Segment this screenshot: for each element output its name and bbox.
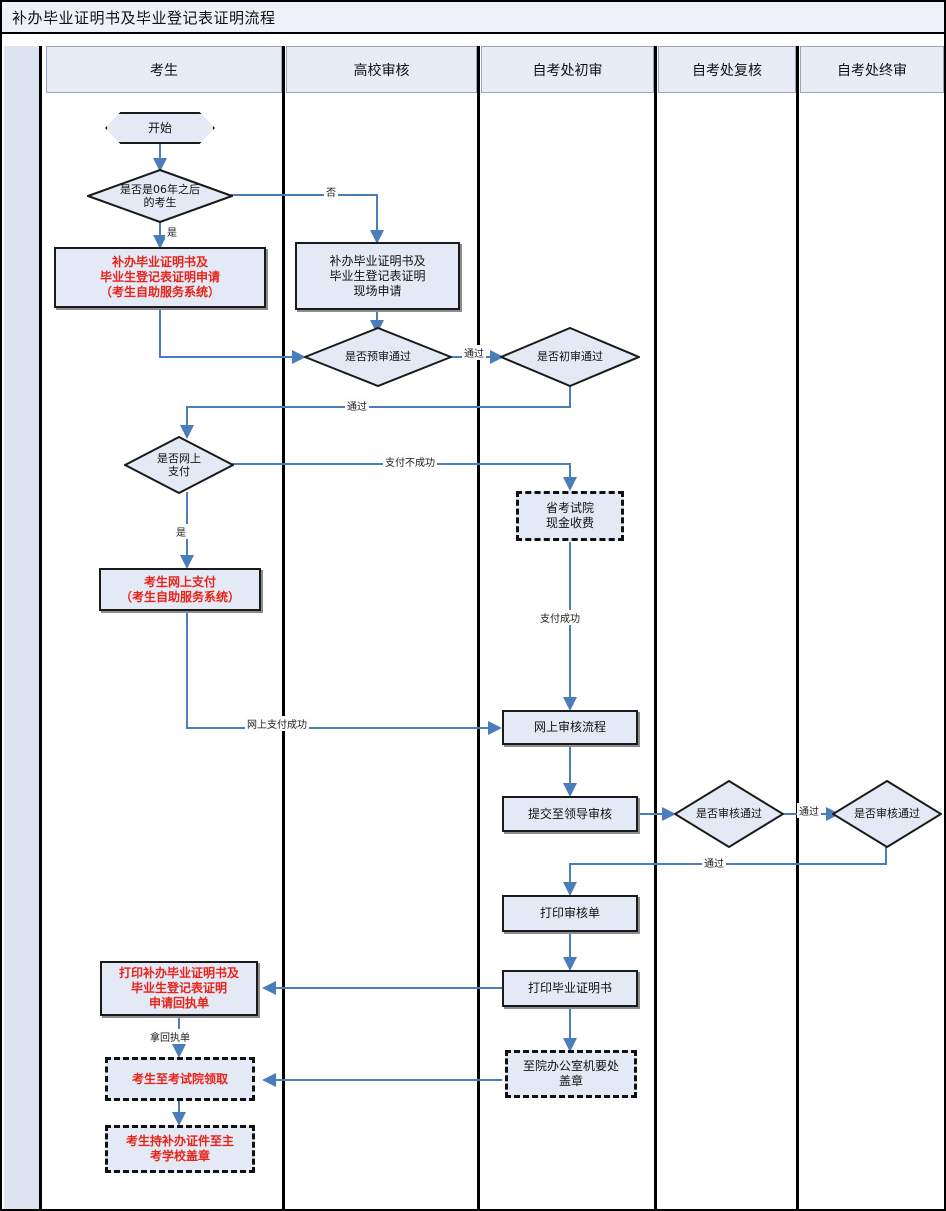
lane-label: 高校审核 xyxy=(353,62,410,79)
node-online-review-process[interactable]: 网上审核流程 xyxy=(502,710,638,745)
node-decision-online-payment[interactable]: 是否网上支付 xyxy=(124,436,234,494)
node-pickup-at-office[interactable]: 考生至考试院领取 xyxy=(105,1057,255,1101)
lane-header-office-final: 自考处终审 xyxy=(800,46,944,93)
node-cash-payment[interactable]: 省考试院现金收费 xyxy=(516,491,624,541)
lane-header-office-recheck: 自考处复核 xyxy=(658,46,796,93)
lane-label: 自考处终审 xyxy=(837,62,907,79)
node-print-certificate[interactable]: 打印毕业证明书 xyxy=(502,970,638,1007)
node-print-review-sheet[interactable]: 打印审核单 xyxy=(502,895,638,932)
edge-label-pay-failed: 支付不成功 xyxy=(383,454,437,469)
node-decision-year[interactable]: 是否是06年之后的考生 xyxy=(87,169,233,223)
edge-label-pass-recheck: 通过 xyxy=(797,803,821,818)
node-label: 是否审核通过 xyxy=(854,807,920,821)
node-start[interactable]: 开始 xyxy=(105,112,215,144)
node-decision-final[interactable]: 是否审核通过 xyxy=(832,780,942,848)
node-apply-online[interactable]: 补办毕业证明书及毕业生登记表证明申请（考生自助服务系统） xyxy=(54,247,266,308)
edge-label-pass-final: 通过 xyxy=(702,855,726,870)
edge-label-yes-pay: 是 xyxy=(174,524,188,539)
node-school-seal[interactable]: 考生持补办证件至主考学校盖章 xyxy=(105,1125,255,1173)
lane-label: 考生 xyxy=(150,62,178,79)
edge-label-online-paid: 网上支付成功 xyxy=(245,716,309,731)
lane-header-office-first: 自考处初审 xyxy=(481,46,654,93)
node-label: 是否是06年之后的考生 xyxy=(120,182,200,209)
node-submit-to-leader[interactable]: 提交至领导审核 xyxy=(502,796,638,832)
title-bar: 补办毕业证明书及毕业登记表证明流程 xyxy=(2,2,944,34)
node-decision-first-review[interactable]: 是否初审通过 xyxy=(500,327,640,387)
lane-header-candidate: 考生 xyxy=(46,46,282,93)
node-seal-office[interactable]: 至院办公室机要处盖章 xyxy=(505,1050,637,1098)
lane-label: 自考处初审 xyxy=(532,62,603,79)
page-title: 补办毕业证明书及毕业登记表证明流程 xyxy=(12,9,276,27)
node-label: 是否预审通过 xyxy=(345,350,411,364)
edge-label-yes: 是 xyxy=(165,224,179,239)
node-print-receipt[interactable]: 打印补办毕业证明书及毕业生登记表证明申请回执单 xyxy=(100,961,258,1016)
node-label: 是否初审通过 xyxy=(537,350,603,364)
edge-label-pay-success: 支付成功 xyxy=(538,610,582,625)
lane-separator-4 xyxy=(796,46,799,1209)
edge-label-take-receipt: 拿回执单 xyxy=(148,1029,192,1044)
node-decision-recheck[interactable]: 是否审核通过 xyxy=(674,780,784,848)
edge-label-no: 否 xyxy=(324,184,338,199)
left-margin-strip xyxy=(4,46,42,1209)
node-label: 是否网上支付 xyxy=(157,451,201,478)
edge-label-pass-pre: 通过 xyxy=(462,345,486,360)
edge-label-pass-first: 通过 xyxy=(345,398,369,413)
lane-label: 自考处复核 xyxy=(692,62,762,79)
lane-separator-1 xyxy=(282,46,285,1209)
node-apply-onsite[interactable]: 补办毕业证明书及毕业生登记表证明现场申请 xyxy=(295,242,460,310)
node-label: 是否审核通过 xyxy=(696,807,762,821)
lane-separator-3 xyxy=(654,46,657,1209)
lane-separator-2 xyxy=(477,46,480,1209)
node-online-payment[interactable]: 考生网上支付（考生自助服务系统） xyxy=(99,568,261,611)
lane-header-college: 高校审核 xyxy=(286,46,477,93)
node-decision-pre-review[interactable]: 是否预审通过 xyxy=(304,327,452,387)
